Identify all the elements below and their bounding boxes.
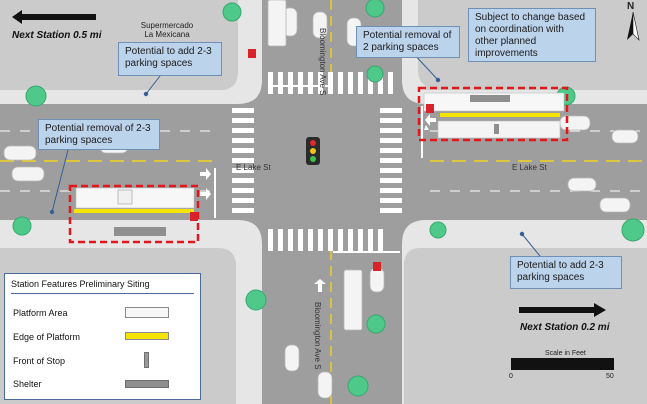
tree-icon <box>222 2 242 22</box>
turn-arrow-south <box>314 279 326 292</box>
platform-outline-east <box>417 86 569 142</box>
tree-icon <box>366 65 384 83</box>
callout-subject-to-change: Subject to change based on coordination … <box>468 8 596 62</box>
tree-icon <box>347 375 369 397</box>
tree-icon <box>12 216 32 236</box>
next-station-east: Next Station 0.2 mi <box>520 322 610 333</box>
callout-removal-parking-top-right: Potential removal of 2 parking spaces <box>356 26 460 58</box>
crosswalk-west <box>232 108 254 213</box>
crosswalk-east <box>380 108 402 213</box>
callout-add-parking-top-left: Potential to add 2-3 parking spaces <box>118 42 222 76</box>
legend-label-front-of-stop: Front of Stop <box>13 356 66 366</box>
legend-label-shelter: Shelter <box>13 379 42 389</box>
street-label-lake-west: E Lake St <box>236 163 271 172</box>
next-station-west: Next Station 0.5 mi <box>12 30 102 41</box>
north-label: N <box>627 1 635 12</box>
tree-icon <box>366 314 386 334</box>
car-icon <box>369 267 385 293</box>
callout-add-parking-bottom-right: Potential to add 2-3 parking spaces <box>510 256 622 289</box>
bus-body-west <box>117 189 133 205</box>
shelter-east <box>470 95 510 102</box>
signal-red <box>310 140 316 146</box>
store-line2: La Mexicana <box>144 30 190 39</box>
scale-title: Scale in Feet <box>545 350 586 357</box>
turn-arrow-west-2 <box>200 188 211 200</box>
street-label-bloomington-north: Bloomington Ave S <box>318 28 327 96</box>
callout-points <box>49 77 525 237</box>
car-icon <box>3 145 37 161</box>
scale-max: 50 <box>606 373 614 380</box>
callout-removal-parking-left: Potential removal of 2-3 parking spaces <box>38 119 160 150</box>
car-icon <box>559 115 591 131</box>
curb-sw <box>238 220 262 244</box>
bus-stop-sign-icon <box>426 104 434 113</box>
front-of-stop-icon <box>144 352 149 368</box>
street-label-bloomington-south: Bloomington Ave S <box>313 302 322 370</box>
platform-west <box>75 187 195 209</box>
tree-icon <box>621 218 645 242</box>
curb-ne <box>402 80 426 104</box>
scale-min: 0 <box>509 373 513 380</box>
turn-arrow-east-2 <box>424 125 429 130</box>
signal-yellow <box>310 148 316 154</box>
store-line1: Supermercado <box>140 21 194 30</box>
shelter-icon <box>125 380 169 388</box>
street-label-lake-east: E Lake St <box>512 163 547 172</box>
crosswalk-south <box>268 229 383 251</box>
arrow-east-icon <box>519 303 606 317</box>
legend-label-edge-of-platform: Edge of Platform <box>13 332 81 342</box>
edge-of-platform-west <box>74 209 194 213</box>
store-label: Supermercado La Mexicana <box>128 21 206 39</box>
car-icon <box>567 177 597 192</box>
crosswalk-north <box>268 72 393 94</box>
scale-bar <box>511 358 614 370</box>
car-icon <box>317 371 333 399</box>
tree-icon <box>429 221 447 239</box>
car-icon <box>11 166 45 182</box>
shelter-west <box>114 227 166 236</box>
car-icon <box>611 129 639 144</box>
north-arrow-icon <box>627 11 640 41</box>
bus-north-icon <box>267 0 287 47</box>
arrow-west-icon <box>12 10 96 24</box>
car-icon <box>599 197 631 213</box>
legend-title: Station Features Preliminary Siting <box>11 279 150 289</box>
bus-stop-sign-icon <box>248 49 256 58</box>
bus-south-icon <box>343 269 363 331</box>
bus-stop-sign-icon <box>190 212 198 221</box>
signal-green <box>310 156 316 162</box>
legend-label-platform-area: Platform Area <box>13 308 68 318</box>
turn-arrow-west-1 <box>200 168 211 180</box>
edge-of-platform-east <box>440 113 560 117</box>
curb-nw <box>238 80 262 104</box>
turn-arrow-east-1 <box>425 114 436 126</box>
car-icon <box>312 11 328 39</box>
car-icon <box>284 344 300 372</box>
platform-area-icon <box>125 307 169 318</box>
edge-of-platform-icon <box>125 332 169 340</box>
front-of-stop-east <box>494 124 499 134</box>
tree-icon <box>365 0 385 18</box>
legend-divider <box>11 293 194 294</box>
curb-se <box>402 220 426 244</box>
tree-icon <box>25 85 47 107</box>
bus-stop-sign-icon <box>373 262 381 271</box>
legend: Station Features Preliminary Siting Plat… <box>4 273 201 400</box>
tree-icon <box>245 289 267 311</box>
